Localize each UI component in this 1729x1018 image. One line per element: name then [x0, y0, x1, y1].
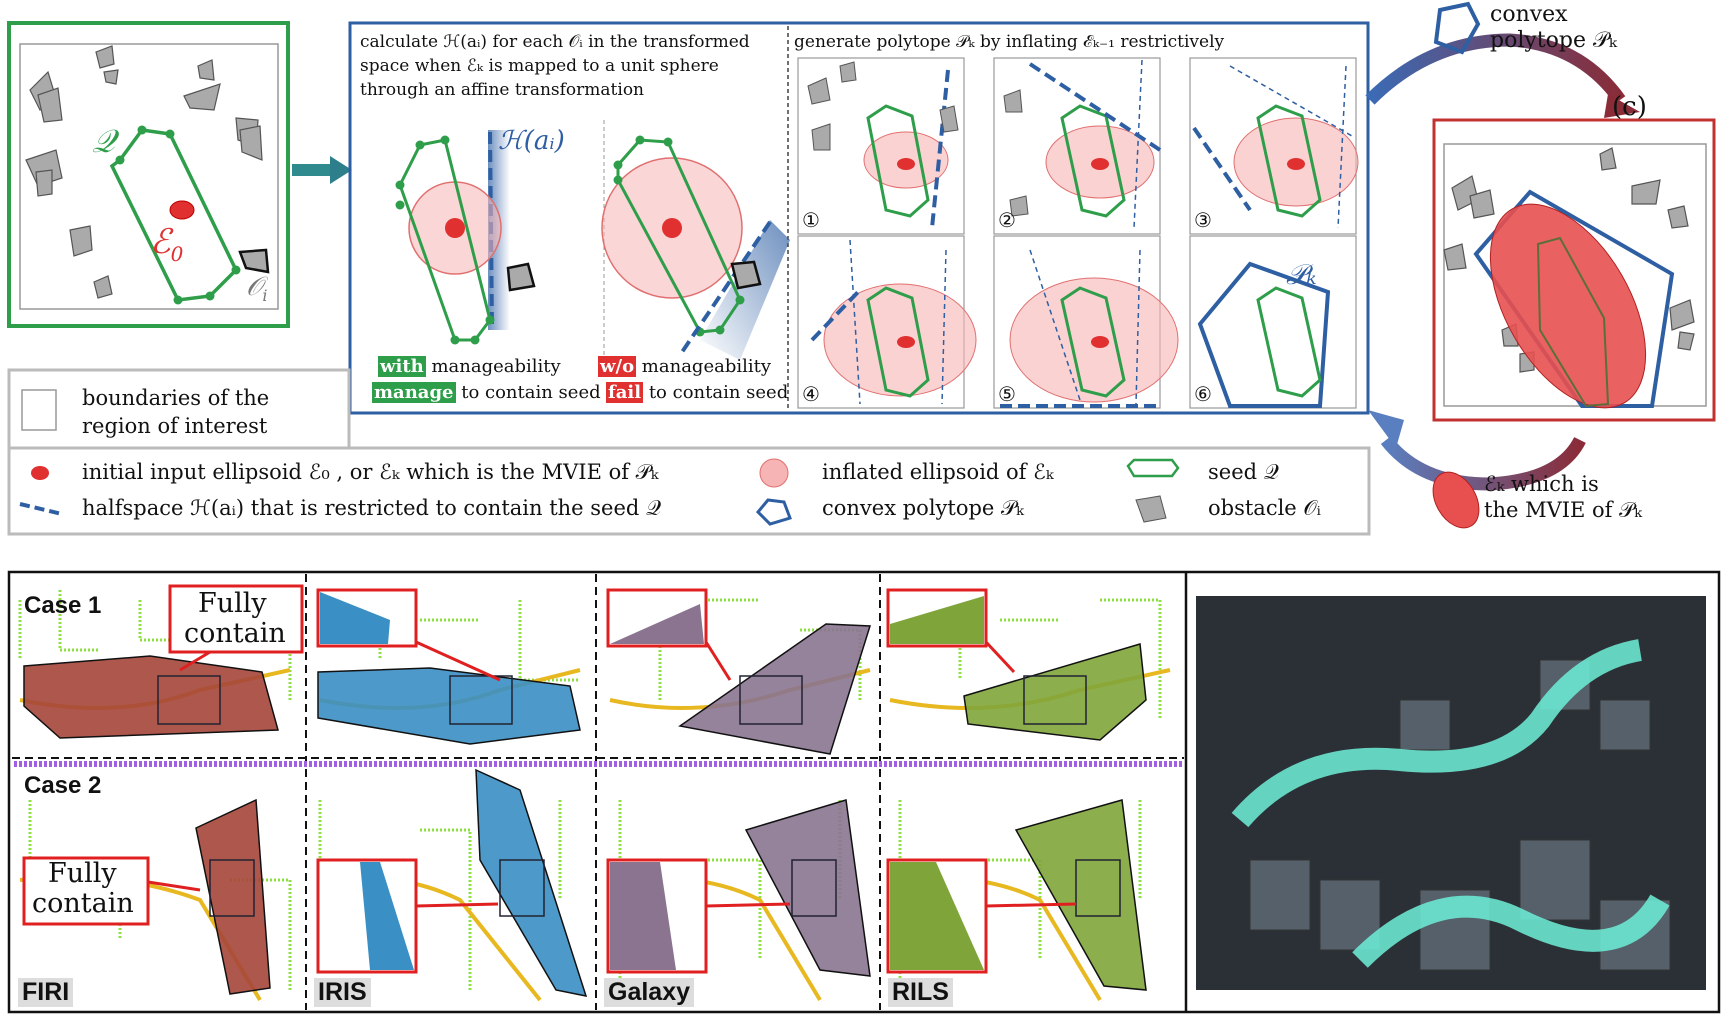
- legend-halfspace: halfspace ℋ(aᵢ) that is restricted to co…: [82, 496, 662, 520]
- step-4-label: ④: [802, 382, 820, 406]
- rils-case2-polytope: [1014, 799, 1147, 991]
- legend-initial: initial input ellipsoid ℰ₀ , or ℰₖ which…: [82, 460, 659, 484]
- legend-convex: convex polytope 𝒫ₖ: [822, 496, 1024, 520]
- seed-label: 𝒬: [92, 122, 115, 160]
- legend-boundaries-1: boundaries of the: [82, 386, 270, 410]
- steps-title: generate polytope 𝒫ₖ by inflating ℰₖ₋₁ r…: [794, 32, 1225, 52]
- method-iris: IRIS: [314, 978, 371, 1007]
- halfspace-label: ℋ(aᵢ): [498, 126, 565, 156]
- mvie-label-1: ℰₖ which is: [1484, 472, 1599, 496]
- step-5-label: ⑤: [998, 382, 1016, 406]
- obstacle-legend-icon: [1135, 495, 1167, 523]
- initial-ellipsoid: [169, 200, 195, 220]
- firi-case2-polytope: [195, 798, 271, 995]
- obstacle-oi: [238, 248, 270, 274]
- pk-label: 𝒫ₖ: [1286, 258, 1317, 291]
- mvie-legend-icon: [1432, 471, 1480, 529]
- legend-seed: seed 𝒬: [1208, 460, 1279, 484]
- mvie-label-2: the MVIE of 𝒫ₖ: [1484, 498, 1642, 522]
- region-legend-icon: [21, 389, 57, 431]
- step-3-label: ③: [1194, 208, 1212, 232]
- step-6-label: ⑥: [1194, 382, 1212, 406]
- step-2-label: ②: [998, 208, 1016, 232]
- galaxy-case2-polytope: [744, 799, 871, 977]
- iris-case2-polytope: [475, 768, 588, 997]
- rils-case1-polytope: [963, 643, 1147, 741]
- case2-label: Case 2: [24, 772, 102, 799]
- convex-label-1: convex: [1490, 2, 1568, 27]
- fail-caption: fail to contain seed: [606, 382, 789, 403]
- legend-inflated: inflated ellipsoid of ℰₖ: [822, 460, 1054, 484]
- galaxy-case1-polytope: [678, 623, 872, 755]
- ellipsoid-legend-icon: [31, 466, 49, 480]
- panel-c-label: (c): [1612, 92, 1647, 122]
- panel-b-title-3: through an affine transformation: [360, 80, 645, 100]
- manage-caption: manage to contain seed: [372, 382, 601, 403]
- convex-polytope-icon: [1433, 1, 1481, 55]
- case1-label: Case 1: [24, 592, 102, 619]
- firi-case1-polytope: [23, 655, 279, 739]
- panel-b-title-1: calculate ℋ(aᵢ) for each 𝒪ᵢ in the trans…: [360, 32, 750, 52]
- obstacle-icon: [25, 45, 263, 299]
- fully-contain-1b: contain: [184, 618, 286, 649]
- inflated-legend-icon: [759, 458, 789, 488]
- method-galaxy: Galaxy: [604, 978, 695, 1007]
- step-1-label: ①: [802, 208, 820, 232]
- obstacle-label: 𝒪i: [246, 272, 268, 306]
- seed-legend-icon: [1126, 458, 1180, 478]
- legend-boundaries-2: region of interest: [82, 414, 268, 438]
- region-boundary: [19, 43, 279, 310]
- with-caption: with manageability: [378, 356, 561, 377]
- method-firi: FIRI: [18, 978, 74, 1007]
- iris-case1-polytope: [317, 667, 581, 745]
- fully-contain-1a: Fully: [198, 588, 267, 619]
- ellipsoid-label: ℰ0: [150, 222, 184, 266]
- panel-a-frame: [7, 21, 290, 328]
- panel-b-frame: [348, 21, 1370, 415]
- polytope-legend-icon: [755, 498, 792, 526]
- convex-label-2: polytope 𝒫ₖ: [1490, 28, 1617, 53]
- fully-contain-2a: Fully: [48, 858, 117, 889]
- panel-b-title-2: space when ℰₖ is mapped to a unit sphere: [360, 56, 719, 76]
- halfspace-legend-icon: [19, 502, 63, 516]
- wo-caption: w/o manageability: [598, 356, 772, 377]
- legend-obstacle: obstacle 𝒪ᵢ: [1208, 496, 1321, 520]
- panel-c-frame: [1432, 118, 1716, 422]
- seed-polygon: [109, 128, 239, 302]
- method-rils: RILS: [888, 978, 953, 1007]
- fully-contain-2b: contain: [32, 888, 134, 919]
